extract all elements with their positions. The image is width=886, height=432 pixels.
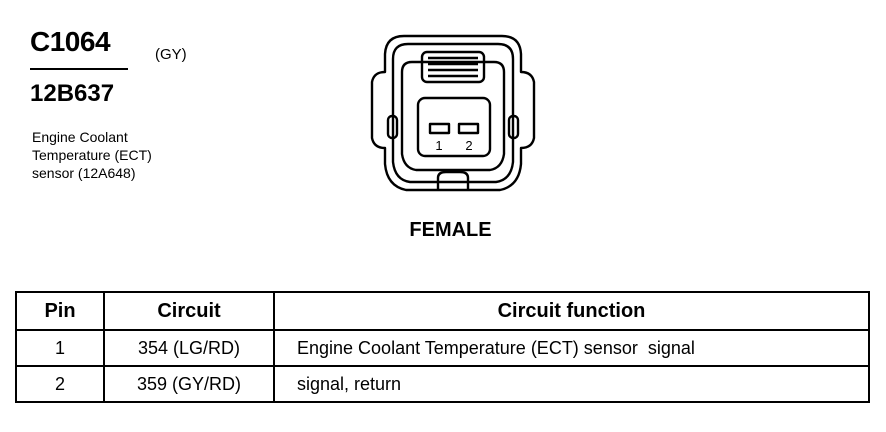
cell-pin: 1 (15, 329, 105, 367)
connector-id: C1064 (30, 26, 111, 57)
table-row: 2 359 (GY/RD) signal, return (15, 365, 870, 403)
locking-tab (420, 50, 486, 84)
part-number: 12B637 (30, 80, 115, 107)
header-circuit-function: Circuit function (273, 291, 870, 331)
cell-circuit-function: signal, return (273, 365, 870, 403)
left-rib (386, 114, 399, 140)
pin-label-2: 2 (465, 138, 472, 153)
pin-slot-2 (457, 122, 480, 135)
pin-circuit-table: Pin Circuit Circuit function 1 354 (LG/R… (15, 291, 870, 403)
description-line: Engine Coolant (32, 129, 128, 145)
table-header-row: Pin Circuit Circuit function (15, 291, 870, 331)
cell-circuit: 354 (LG/RD) (103, 329, 275, 367)
right-rib (507, 114, 520, 140)
bottom-key (436, 170, 470, 190)
cell-circuit-function: Engine Coolant Temperature (ECT) sensor … (273, 329, 870, 367)
table-row: 1 354 (LG/RD) Engine Coolant Temperature… (15, 329, 870, 367)
connector-face-diagram: 1 2 (370, 34, 536, 192)
header-circuit: Circuit (103, 291, 275, 331)
component-description: Engine Coolant Temperature (ECT) sensor … (32, 128, 152, 182)
pin-slot-1 (428, 122, 451, 135)
description-line: Temperature (ECT) (32, 147, 152, 163)
description-line: sensor (12A648) (32, 165, 136, 181)
connector-gender-label: FEMALE (409, 219, 492, 241)
pin-label-1: 1 (435, 138, 442, 153)
connector-id-underline (30, 68, 128, 70)
connector-color-code: (GY) (155, 46, 187, 63)
cell-pin: 2 (15, 365, 105, 403)
connector-outer-housing (370, 34, 536, 192)
connector-shroud (400, 60, 506, 172)
header-pin: Pin (15, 291, 105, 331)
cell-circuit: 359 (GY/RD) (103, 365, 275, 403)
terminal-cavity (416, 96, 492, 158)
connector-inner-housing (391, 42, 515, 184)
